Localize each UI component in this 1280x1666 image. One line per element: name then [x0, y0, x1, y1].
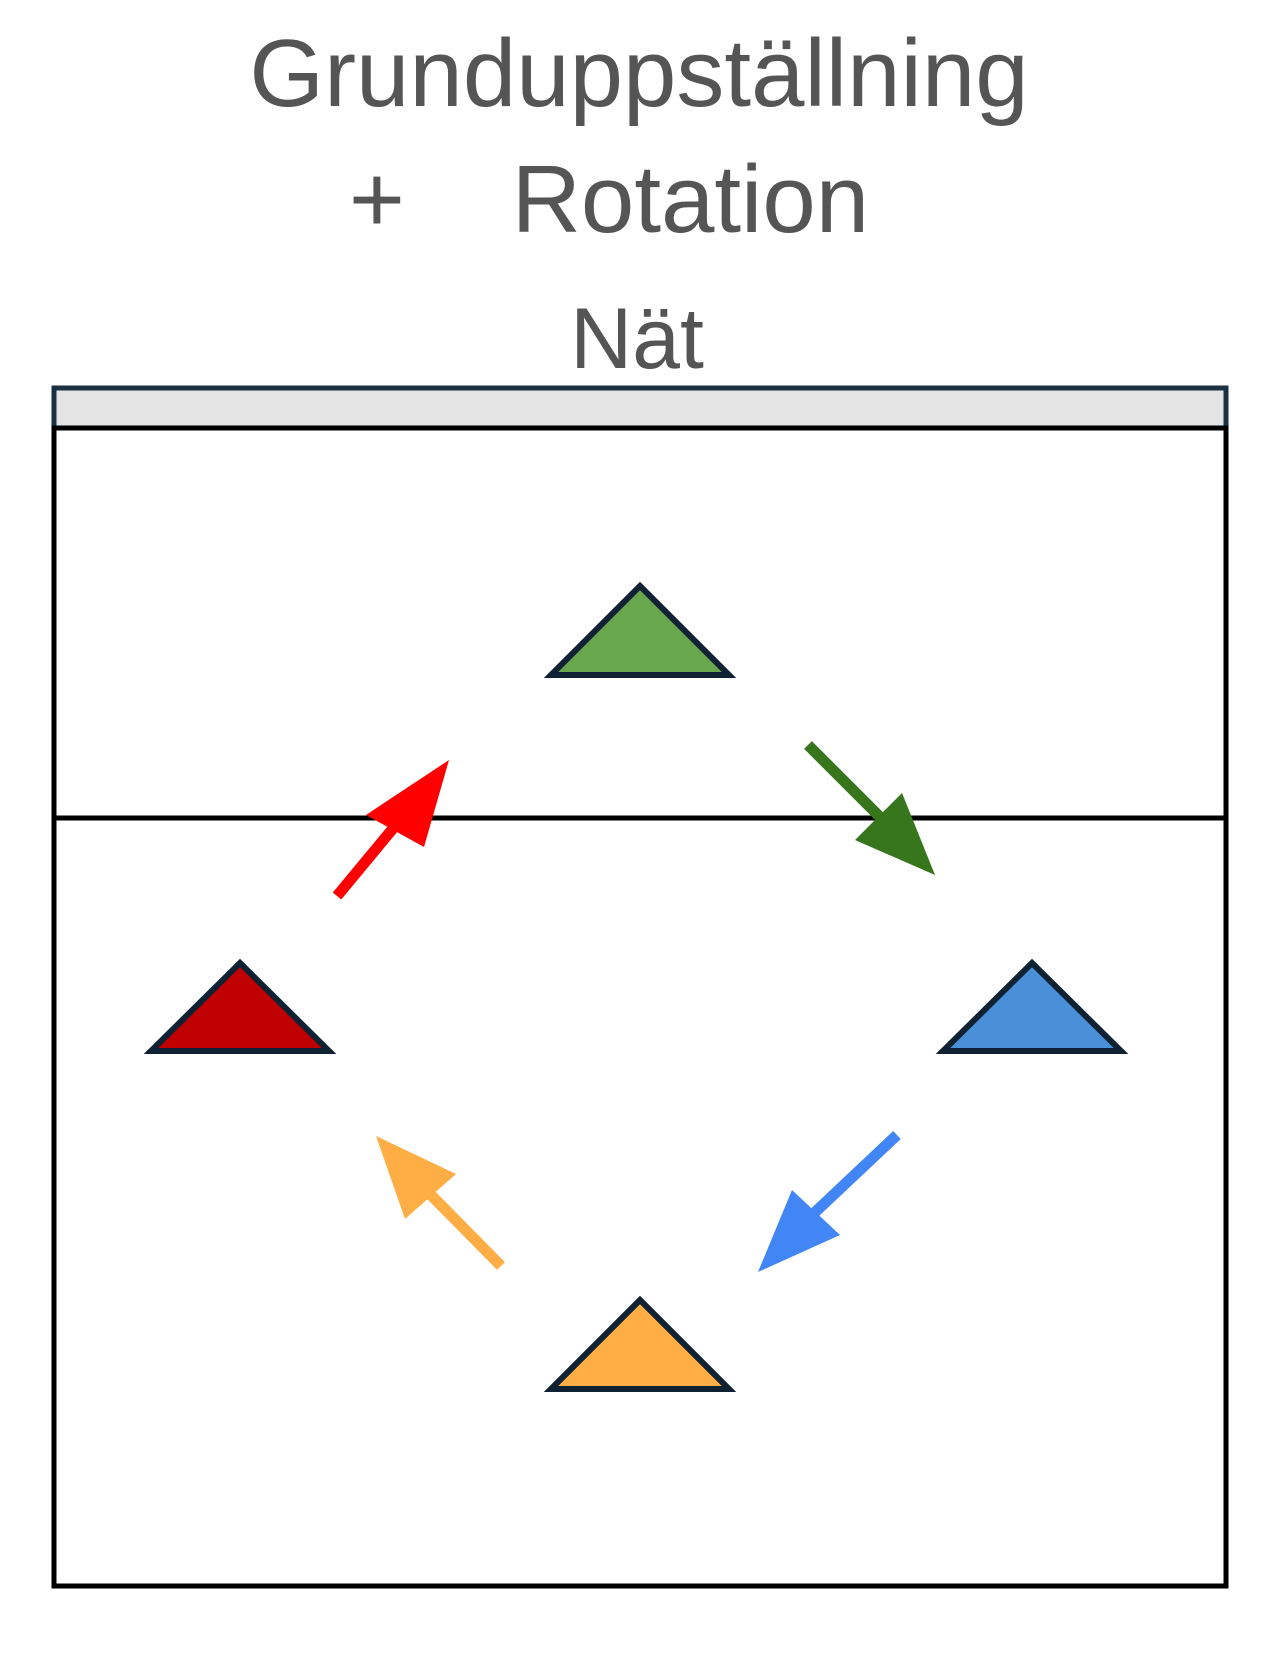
arrow-head: [758, 1190, 840, 1272]
player-right-triangle: [935, 958, 1129, 1054]
net-bar: [51, 385, 1229, 431]
arrow-shaft: [423, 1187, 505, 1270]
rotation-arrow-top-to-right: [804, 741, 935, 875]
arrow-head: [366, 760, 449, 847]
player-top-triangle: [543, 581, 737, 678]
player-left-triangle: [143, 958, 337, 1054]
rotation-arrow-bottom-to-left: [376, 1136, 505, 1270]
arrow-head: [855, 793, 935, 875]
arrow-shaft: [807, 1130, 901, 1221]
net-label: Nät: [570, 291, 704, 387]
rotation-arrow-left-to-top: [332, 760, 449, 900]
rotation-arrow-right-to-bottom: [758, 1130, 901, 1272]
court-boundary: [51, 425, 1229, 1589]
diagram-title-line-2: + Rotation: [348, 146, 870, 253]
diagram-title-line-1: Grunduppställning: [249, 20, 1029, 127]
arrow-head: [376, 1136, 456, 1219]
arrow-shaft: [804, 741, 886, 823]
player-bottom-triangle: [543, 1295, 737, 1392]
